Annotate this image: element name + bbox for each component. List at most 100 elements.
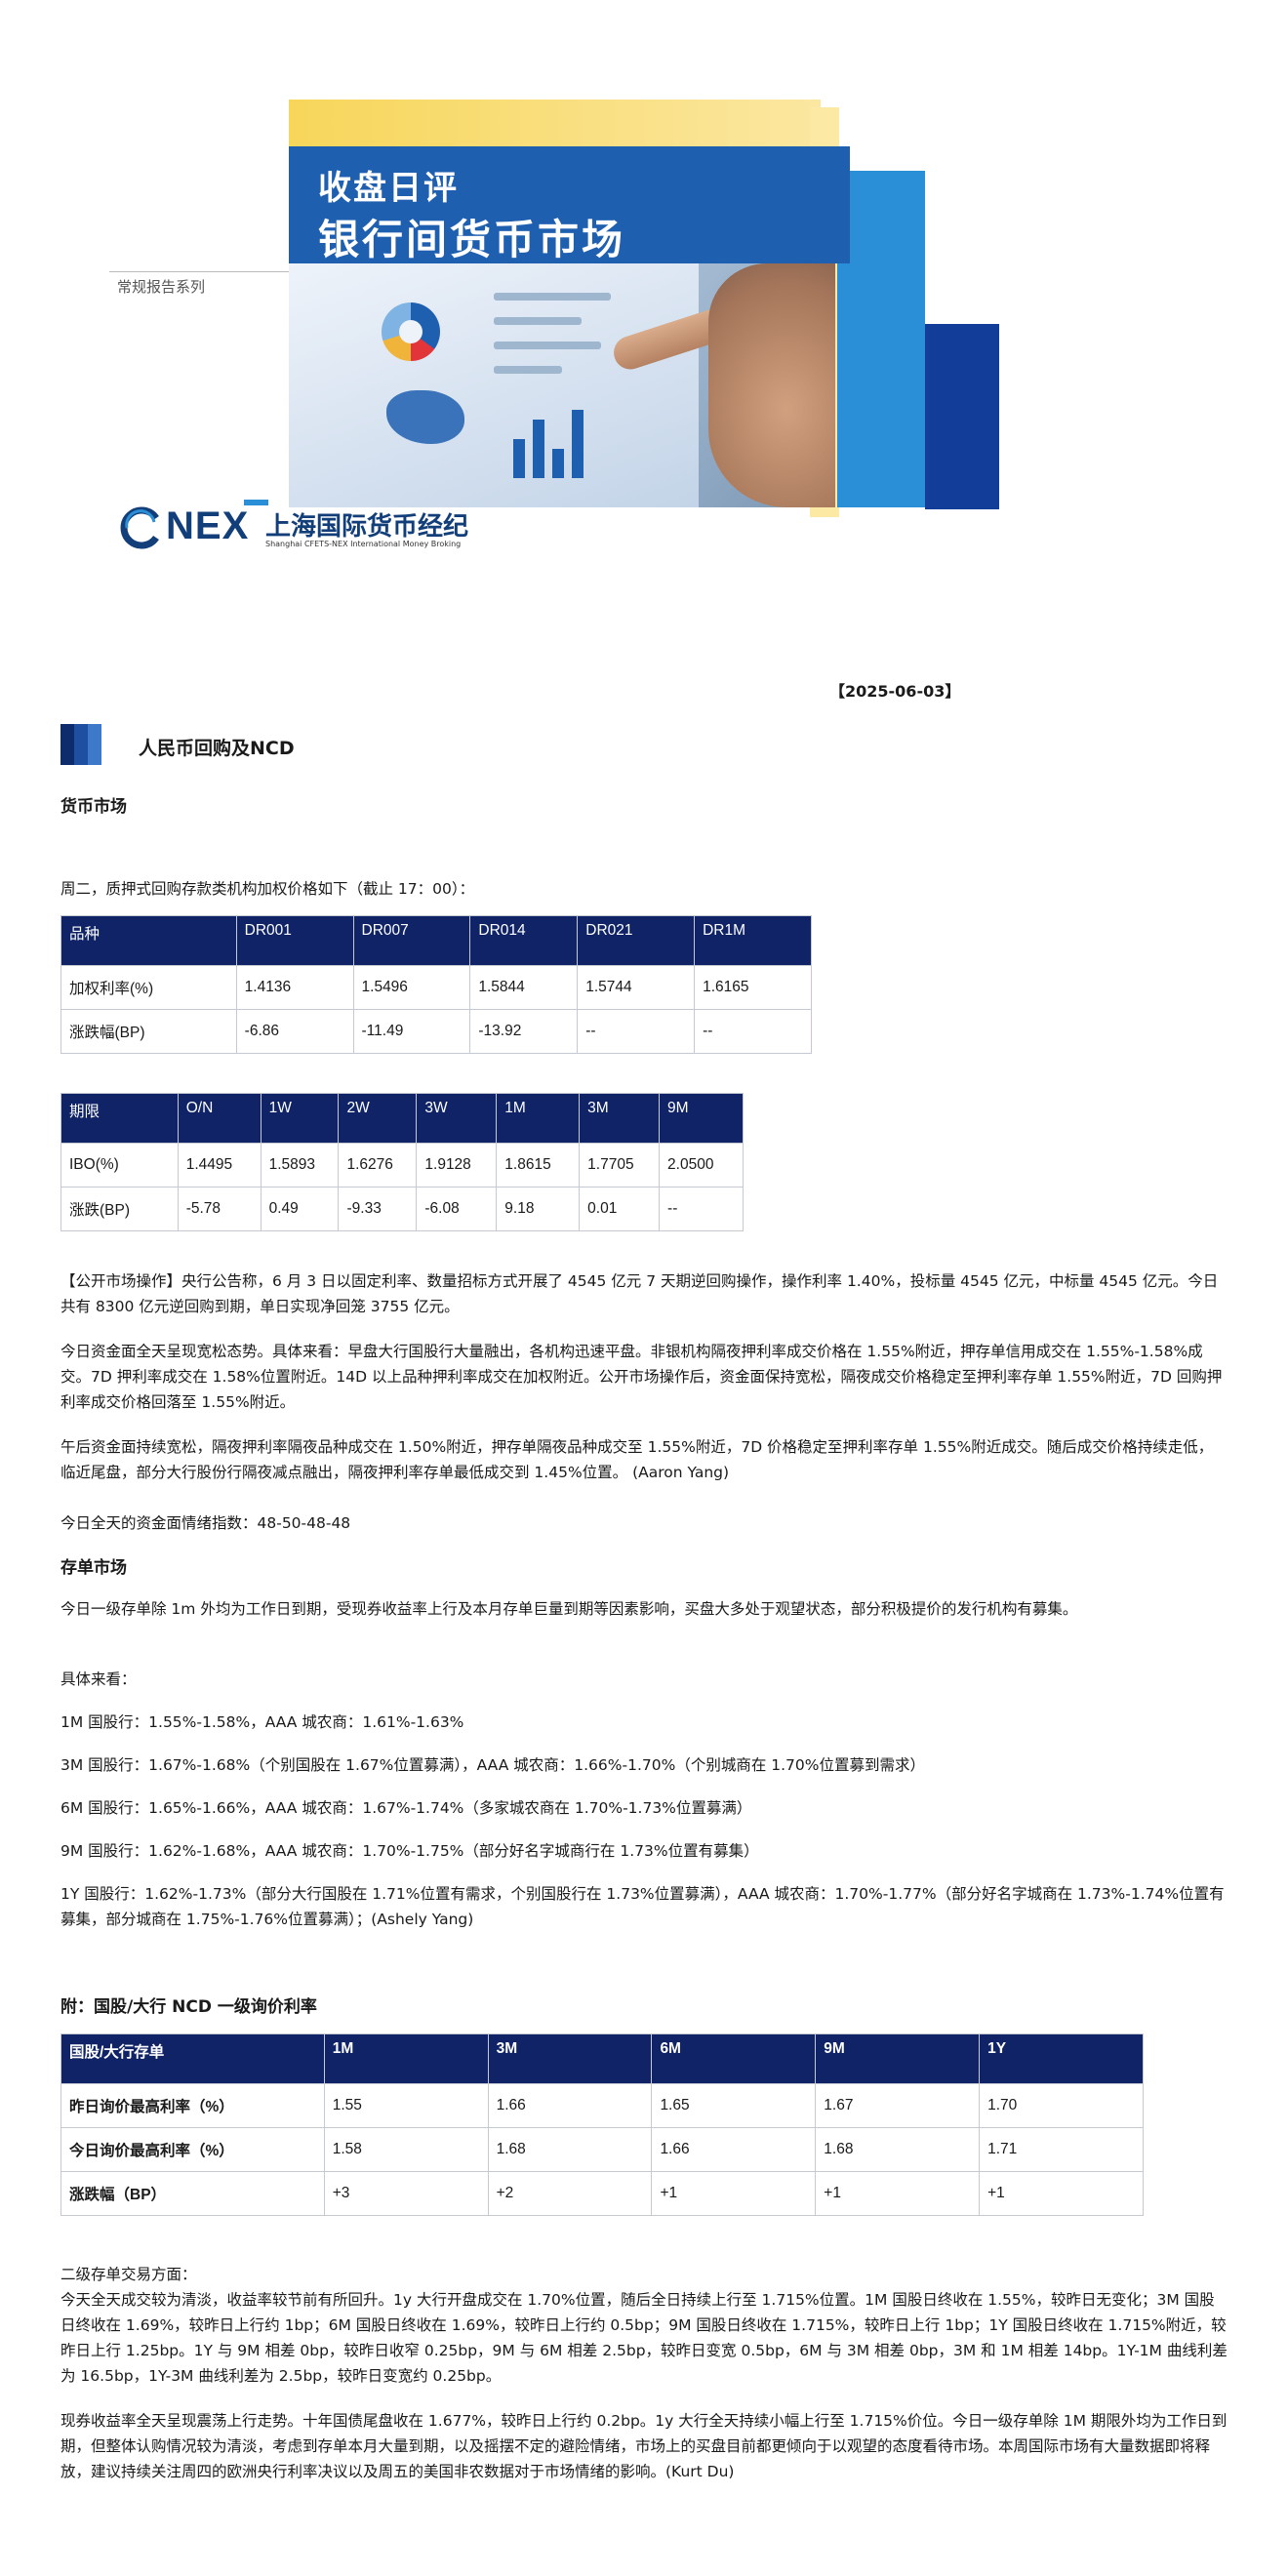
table-header-cell: DR021 [577,915,696,966]
table-cell: 1.55 [323,2083,489,2128]
table-cell: 1.58 [323,2127,489,2172]
table-cell: 1.5744 [577,965,696,1010]
logo-nex-text: NEX [166,504,250,547]
money-market-heading: 货币市场 [60,797,127,817]
table-cell: +3 [323,2171,489,2216]
table-cell: 1.5893 [260,1143,340,1187]
table-cell: -11.49 [352,1009,471,1054]
cd-detail-intro: 具体来看： [60,1670,137,1688]
table-row: 加权利率(%) 1.4136 1.5496 1.5844 1.5744 1.61… [60,965,812,1010]
table-cell: 涨跌幅(BP) [60,1009,237,1054]
list-item: 6M 国股行：1.65%-1.66%，AAA 城农商：1.67%-1.74%（多… [60,1799,752,1817]
table-row: 涨跌幅(BP) -6.86 -11.49 -13.92 -- -- [60,1009,812,1054]
table-header-cell: O/N [177,1093,262,1144]
secondary-trading-paragraph: 今天全天成交较为清淡，收益率较节前有所回升。1y 大行开盘成交在 1.70%位置… [60,2291,1228,2385]
table-cell: +2 [487,2171,653,2216]
table-header-cell: 2W [338,1093,418,1144]
list-item: 1M 国股行：1.55%-1.58%，AAA 城农商：1.61%-1.63% [60,1713,464,1731]
table-row: IBO(%) 1.4495 1.5893 1.6276 1.9128 1.861… [60,1143,744,1187]
table-cell: +1 [979,2171,1144,2216]
cover-tablet-photo [289,263,835,507]
table-cell: 1.5496 [352,965,471,1010]
table-cell: 1.6165 [694,965,812,1010]
cover-banner: 收盘日评 银行间货币市场 常规报告系列 NEX 上海国际货币经纪 Shangha… [0,0,1288,585]
table-cell: -9.33 [338,1187,418,1231]
table-cell: 1.68 [487,2127,653,2172]
table-header-cell: 9M [815,2033,981,2084]
table-cell: 0.49 [260,1187,340,1231]
table-cell: -6.08 [416,1187,498,1231]
cover-blue-band [289,146,850,263]
table-cell: -- [577,1009,696,1054]
cover-title-line2: 银行间货币市场 [318,216,626,263]
table-row-header: 今日询价最高利率（%） [60,2127,325,2172]
section-header: 人民币回购及NCD [60,724,646,767]
morning-liquidity-paragraph: 今日资金面全天呈现宽松态势。具体来看：早盘大行国股行大量融出，各机构迅速平盘。非… [60,1343,1223,1411]
logo-english-name: Shanghai CFETS-NEX International Money B… [265,540,462,548]
table-header-cell: 9M [659,1093,744,1144]
table-cell: 1.66 [487,2083,653,2128]
series-divider [109,271,289,272]
nex-swoosh-icon [120,506,159,549]
list-item: 9M 国股行：1.62%-1.68%，AAA 城农商：1.70%-1.75%（部… [60,1842,759,1860]
table-cell: 1.6276 [338,1143,418,1187]
table-row: 涨跌(BP) -5.78 0.49 -9.33 -6.08 9.18 0.01 … [60,1187,744,1231]
logo-accent-line [244,500,268,505]
ncd-inquiry-table: 国股/大行存单 1M 3M 6M 9M 1Y 昨日询价最高利率（%） 1.55 … [60,2033,1144,2216]
report-series-label: 常规报告系列 [117,278,206,296]
table-header-cell: DR007 [352,915,471,966]
table-cell: 加权利率(%) [60,965,237,1010]
table-header-cell: 国股/大行存单 [60,2033,325,2084]
table-cell: IBO(%) [60,1143,179,1187]
table-row: 今日询价最高利率（%） 1.58 1.68 1.66 1.68 1.71 [60,2127,1144,2172]
table-cell: 1.4495 [177,1143,262,1187]
list-item: 1Y 国股行：1.62%-1.73%（部分大行国股在 1.71%位置有需求，个别… [60,1885,1225,1928]
tablet-screen [289,263,699,507]
ibo-rate-table: 期限 O/N 1W 2W 3W 1M 3M 9M IBO(%) 1.4495 1… [60,1093,744,1231]
section-title: 人民币回购及NCD [139,738,295,759]
table-header-cell: 6M [651,2033,817,2084]
secondary-heading: 二级存单交易方面： [60,2266,197,2283]
table-header-cell: 品种 [60,915,237,966]
table-header-cell: 1W [260,1093,340,1144]
table-cell: 涨跌(BP) [60,1187,179,1231]
section-marker-icon [60,724,74,765]
table-cell: 1.7705 [579,1143,661,1187]
table-cell: -- [659,1187,744,1231]
table-cell: 1.4136 [235,965,354,1010]
table-cell: 1.71 [979,2127,1144,2172]
table-row-header: 昨日询价最高利率（%） [60,2083,325,2128]
table-cell: 1.9128 [416,1143,498,1187]
hand-image [708,263,835,507]
table-cell: 1.5844 [469,965,579,1010]
table-header-cell: 3M [579,1093,661,1144]
table-cell: +1 [815,2171,981,2216]
cd-market-heading: 存单市场 [60,1558,127,1578]
table-cell: -- [694,1009,812,1054]
table-cell: 2.0500 [659,1143,744,1187]
table-row-header: 涨跌幅（BP） [60,2171,325,2216]
money-market-intro: 周二，质押式回购存款类机构加权价格如下（截止 17：00）： [60,880,475,898]
table-cell: 9.18 [496,1187,581,1231]
cover-light-blue-band [837,171,925,507]
table-cell: +1 [651,2171,817,2216]
cover-navy-band [925,324,999,509]
pie-chart-icon [382,302,440,361]
afternoon-liquidity-paragraph: 午后资金面持续宽松，隔夜押利率隔夜品种成交在 1.50%附近，押存单隔夜品种成交… [60,1438,1214,1481]
logo-chinese-name: 上海国际货币经纪 [265,512,469,542]
table-cell: 1.67 [815,2083,981,2128]
table-cell: 1.68 [815,2127,981,2172]
table-header-cell: 期限 [60,1093,179,1144]
table-cell: 0.01 [579,1187,661,1231]
table-header-row: 国股/大行存单 1M 3M 6M 9M 1Y [60,2033,1144,2084]
table-row: 涨跌幅（BP） +3 +2 +1 +1 +1 [60,2171,1144,2216]
bond-yield-paragraph: 现券收益率全天呈现震荡上行走势。十年国债尾盘收在 1.677%，较昨日上行约 0… [60,2412,1228,2480]
table-row: 昨日询价最高利率（%） 1.55 1.66 1.65 1.67 1.70 [60,2083,1144,2128]
table-header-row: 品种 DR001 DR007 DR014 DR021 DR1M [60,915,812,966]
table-cell: 1.8615 [496,1143,581,1187]
table-cell: 1.66 [651,2127,817,2172]
table-header-cell: 1M [496,1093,581,1144]
list-item: 3M 国股行：1.67%-1.68%（个别国股在 1.67%位置募满），AAA … [60,1756,925,1774]
table-cell: -13.92 [469,1009,579,1054]
open-market-operation-paragraph: 【公开市场操作】央行公告称，6 月 3 日以固定利率、数量招标方式开展了 454… [60,1272,1219,1315]
